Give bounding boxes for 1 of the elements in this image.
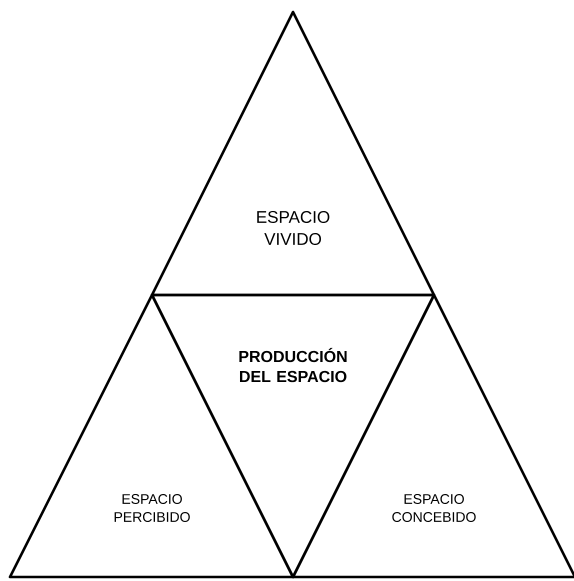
triangle: ESPACIO VIVIDO <box>150 10 436 296</box>
